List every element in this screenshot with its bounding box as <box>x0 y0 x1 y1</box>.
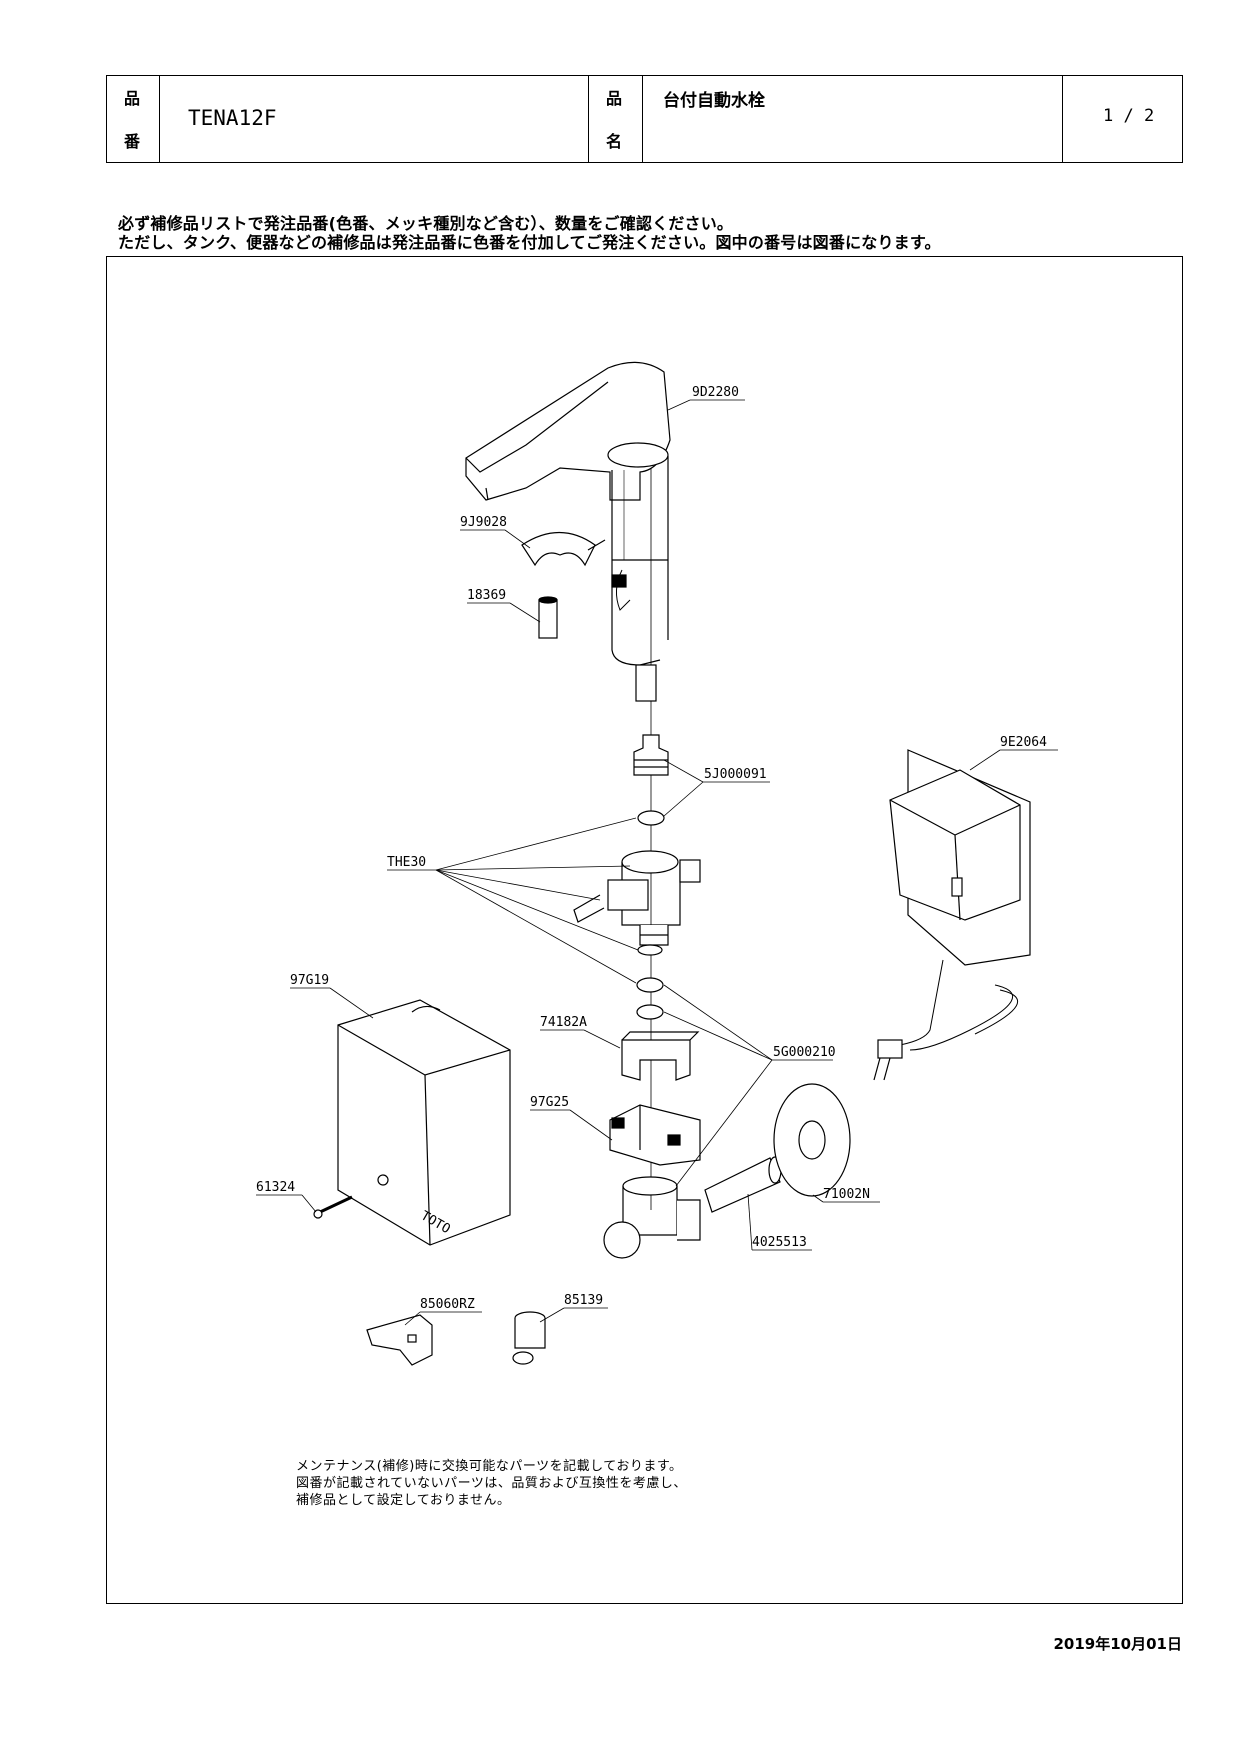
part-4025513-nipple <box>704 1156 782 1213</box>
o-ring <box>636 977 664 993</box>
part-9E2064-controller <box>873 749 1031 1081</box>
part-name: 台付自動水栓 <box>663 91 765 111</box>
footnote-line-3: 補修品として設定しておりません。 <box>296 1493 511 1508</box>
label-THE30: THE30 <box>387 855 426 870</box>
label-9E2064: 9E2064 <box>1000 735 1047 750</box>
part-no-label: 品 <box>124 89 141 108</box>
label-74182A: 74182A <box>540 1015 587 1030</box>
part-tee-fitting <box>603 1176 701 1259</box>
label-97G19: 97G19 <box>290 973 329 988</box>
issue-date: 2019年10月01日 <box>1053 1635 1183 1653</box>
label-9D2280: 9D2280 <box>692 385 739 400</box>
part-97G25-bracket <box>609 1104 701 1166</box>
label-5J000091: 5J000091 <box>704 767 767 782</box>
part-85139-cap <box>512 1311 546 1365</box>
label-97G25: 97G25 <box>530 1095 569 1110</box>
page-number: 1 / 2 <box>1103 106 1155 126</box>
part-THE30-valve <box>573 850 701 946</box>
part-number: TENA12F <box>188 106 277 130</box>
part-97G19-cover <box>337 999 511 1246</box>
label-61324: 61324 <box>256 1180 295 1195</box>
label-18369: 18369 <box>467 588 506 603</box>
part-85060RZ-key <box>366 1314 433 1366</box>
part-18369-sleeve <box>538 596 558 639</box>
part-74182A-bracket <box>621 1031 700 1081</box>
part-no-label: 番 <box>124 132 141 151</box>
drawing-frame <box>106 256 1183 1604</box>
footnote-line-2: 図番が記載されていないパーツは、品質および互換性を考慮し、 <box>296 1476 687 1491</box>
faucet-body <box>465 361 671 702</box>
part-61324-screw <box>313 1195 353 1219</box>
label-71002N: 71002N <box>823 1187 870 1202</box>
part-71002N-flange <box>773 1083 851 1197</box>
part-name-label: 品 <box>606 89 623 108</box>
notice-line-2: ただし、タンク、便器などの補修品は発注品番に色番を付加してご発注ください。図中の… <box>118 233 941 252</box>
title-block: 品 番 TENA12F 品 名 台付自動水栓 1 / 2 <box>106 75 1183 163</box>
divider <box>588 76 589 162</box>
divider <box>159 76 160 162</box>
o-ring <box>636 1004 664 1020</box>
part-5J000091-fitting <box>633 734 669 826</box>
leader-lines <box>256 399 1058 1326</box>
label-85060RZ: 85060RZ <box>420 1297 475 1312</box>
label-5G000210: 5G000210 <box>773 1045 836 1060</box>
divider <box>642 76 643 162</box>
label-9J9028: 9J9028 <box>460 515 507 530</box>
label-4025513: 4025513 <box>752 1235 807 1250</box>
divider <box>1062 76 1063 162</box>
notice-line-1: 必ず補修品リストで発注品番(色番、メッキ種別など含む）、数量をご確認ください。 <box>118 214 734 233</box>
label-85139: 85139 <box>564 1293 603 1308</box>
part-name-label: 名 <box>606 132 623 151</box>
part-9J9028-clip <box>521 531 606 567</box>
o-ring <box>637 944 663 956</box>
footnote-line-1: メンテナンス(補修)時に交換可能なパーツを記載しております。 <box>296 1459 683 1474</box>
